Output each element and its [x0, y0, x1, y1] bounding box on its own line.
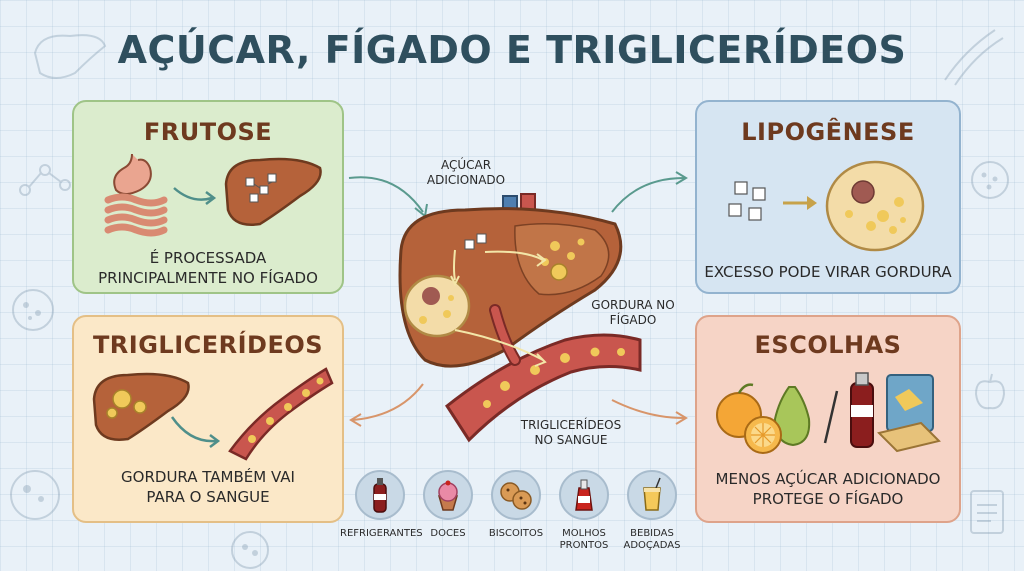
- panel-triglicerideos-caption: GORDURA TAMBÉM VAI PARA O SANGUE: [121, 468, 295, 506]
- panel-escolhas-caption: MENOS AÇÚCAR ADICIONADO PROTEGE O FÍGADO: [715, 470, 941, 508]
- food-item-refrigerantes: REFRIGERANTES: [340, 470, 423, 540]
- page-title: AÇÚCAR, FÍGADO E TRIGLICERÍDEOS: [117, 28, 907, 72]
- sugar-cubes-icon: [728, 181, 766, 221]
- fat-cell-icon: [825, 160, 925, 252]
- food-item-molhos-prontos: MOLHOS PRONTOS: [544, 470, 624, 552]
- food-label: BEBIDAS ADOÇADAS: [623, 528, 681, 551]
- panel-frutose: FRUTOSE É PROCESSADA PRINCIPALMENTE NO F…: [72, 100, 344, 294]
- sweet-drink-icon: [643, 477, 661, 511]
- flow-arrow-icon: [783, 196, 817, 210]
- food-item-biscoitos: BISCOITOS: [476, 470, 556, 540]
- food-label: REFRIGERANTES: [340, 528, 423, 539]
- panel-lipogenese: LIPOGÊNESE EXCESSO PODE VIRAR GORDURA: [695, 100, 961, 294]
- food-label: DOCES: [430, 528, 466, 539]
- food-label: MOLHOS PRONTOS: [559, 528, 609, 551]
- food-item-bebidas-adocadas: BEBIDAS ADOÇADAS: [612, 470, 692, 552]
- liver-with-sugar-icon: [224, 157, 322, 226]
- background-clipboard-doodle-icon: [970, 490, 1004, 534]
- background-cookie-doodle-icon: [971, 161, 1009, 199]
- food-item-doces: DOCES: [408, 470, 488, 540]
- panel-escolhas: ESCOLHAS MENOS AÇÚCAR ADICIONADO PROTEGE…: [695, 315, 961, 523]
- background-cell-doodle-icon-3: [231, 531, 269, 569]
- food-label: BISCOITOS: [488, 528, 544, 539]
- panel-triglicerideos-title: TRIGLICERÍDEOS: [92, 331, 324, 359]
- soda-bottle-icon: [373, 478, 387, 513]
- background-apple-doodle-icon: [974, 373, 1006, 410]
- label-triglicerideos-no-sangue: TRIGLICERÍDEOS NO SANGUE: [520, 418, 622, 447]
- cupcake-icon: [438, 480, 458, 511]
- flow-arrow-icon: [170, 416, 221, 448]
- background-molecule-doodle-icon: [19, 164, 71, 196]
- panel-frutose-caption: É PROCESSADA PRINCIPALMENTE NO FÍGADO: [98, 249, 318, 287]
- divider-slash-icon: [823, 390, 839, 444]
- panel-triglicerideos: TRIGLICERÍDEOS GORDURA TAMBÉM VAI PARA O…: [72, 315, 344, 523]
- background-vessel-doodle-icon: [944, 29, 1004, 86]
- fatty-liver-icon: [92, 372, 190, 441]
- flow-arrow-icon: [173, 187, 217, 205]
- arrow-center-to-triglicerideos-icon: [349, 383, 424, 427]
- stomach-intestine-icon: [104, 153, 168, 237]
- cookies-icon: [500, 482, 532, 510]
- panel-frutose-title: FRUTOSE: [143, 118, 273, 146]
- background-cell-doodle-icon-2: [10, 470, 60, 520]
- ketchup-bottle-icon: [575, 479, 593, 511]
- blood-vessel-with-fat-icon: [228, 367, 334, 461]
- panel-lipogenese-caption: EXCESSO PODE VIRAR GORDURA: [704, 263, 952, 281]
- background-cell-doodle-icon: [12, 289, 54, 331]
- processed-food-icon: [850, 372, 941, 453]
- arrow-center-to-escolhas-icon: [611, 399, 688, 425]
- center-liver-illustration: [398, 193, 642, 443]
- fruits-icon: [716, 383, 811, 454]
- label-acucar-adicionado: AÇÚCAR ADICIONADO: [426, 158, 506, 187]
- background-liver-doodle-icon: [33, 34, 107, 79]
- label-gordura-no-figado: GORDURA NO FÍGADO: [591, 298, 675, 327]
- panel-escolhas-title: ESCOLHAS: [754, 331, 902, 359]
- panel-lipogenese-title: LIPOGÊNESE: [741, 118, 915, 146]
- arrow-liver-to-lipogenese-icon: [611, 171, 688, 213]
